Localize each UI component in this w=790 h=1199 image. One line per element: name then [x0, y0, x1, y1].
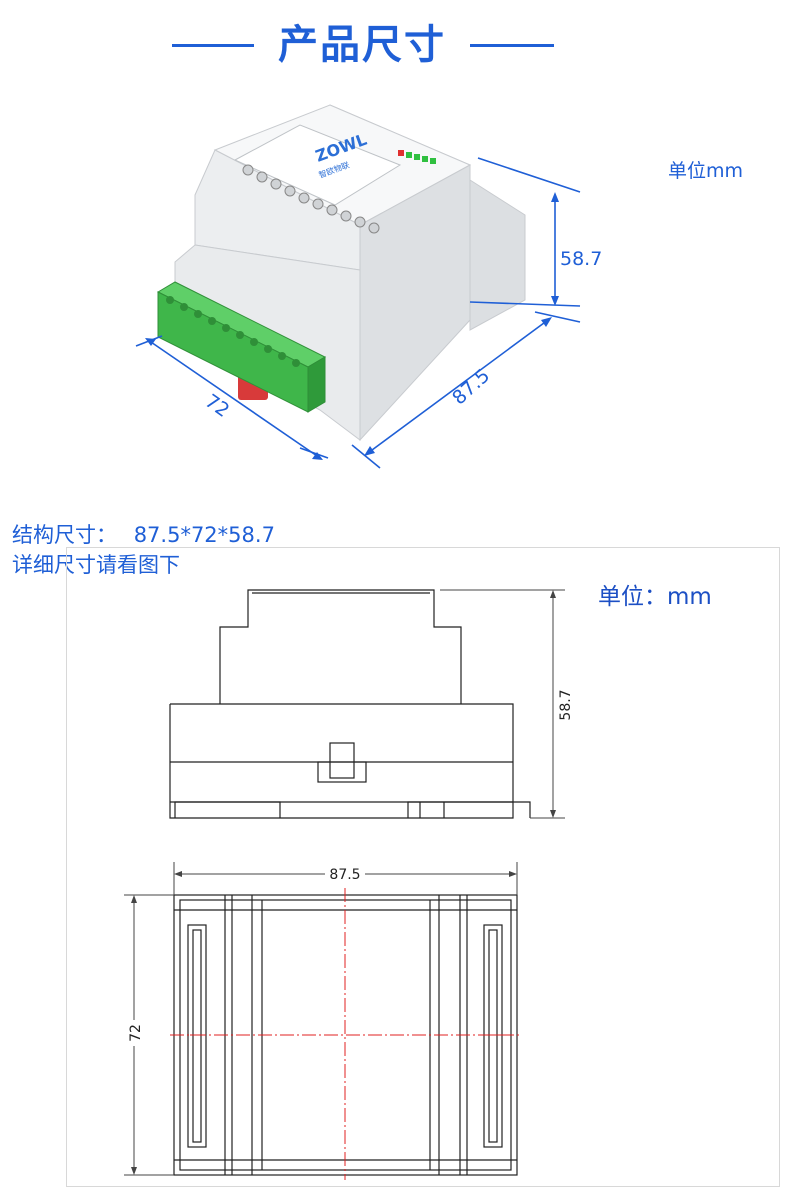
terminal-row-top: [233, 124, 402, 234]
structure-size-label: 结构尺寸：: [12, 523, 117, 547]
top-view-width-label-bg: [325, 866, 365, 882]
detail-size-note: 详细尺寸请看图下: [12, 553, 180, 577]
structure-size-line: 结构尺寸： 87.5*72*58.7: [12, 519, 275, 549]
side-view-height-label: 58.7: [558, 689, 574, 720]
title-decor-line-left: [172, 44, 254, 47]
drawing-unit-label: 单位：mm: [598, 584, 712, 610]
green-terminal-block: [156, 281, 327, 413]
technical-drawing-frame: [66, 547, 780, 1187]
photo-height-label: 58.7: [560, 248, 603, 270]
photo-dimension-lines: [135, 157, 581, 469]
side-view-height-dimension: [440, 589, 565, 819]
status-led-row: [398, 150, 436, 164]
title-decor-line-right: [470, 44, 554, 47]
page-title: 产品尺寸: [278, 22, 446, 68]
side-view-drawing: [169, 589, 531, 819]
top-view-depth-label-bg: [126, 1020, 142, 1046]
technical-drawings: 58.7 87.5 72: [124, 589, 574, 1180]
top-view-width-label: 87.5: [329, 867, 360, 883]
product-photo: ZOWL 智欧物联: [135, 104, 581, 469]
structure-size-value: 87.5*72*58.7: [133, 523, 275, 547]
top-view-depth-label: 72: [128, 1024, 144, 1042]
photo-unit-label: 单位mm: [668, 160, 744, 182]
top-view-centerlines: [170, 888, 522, 1180]
